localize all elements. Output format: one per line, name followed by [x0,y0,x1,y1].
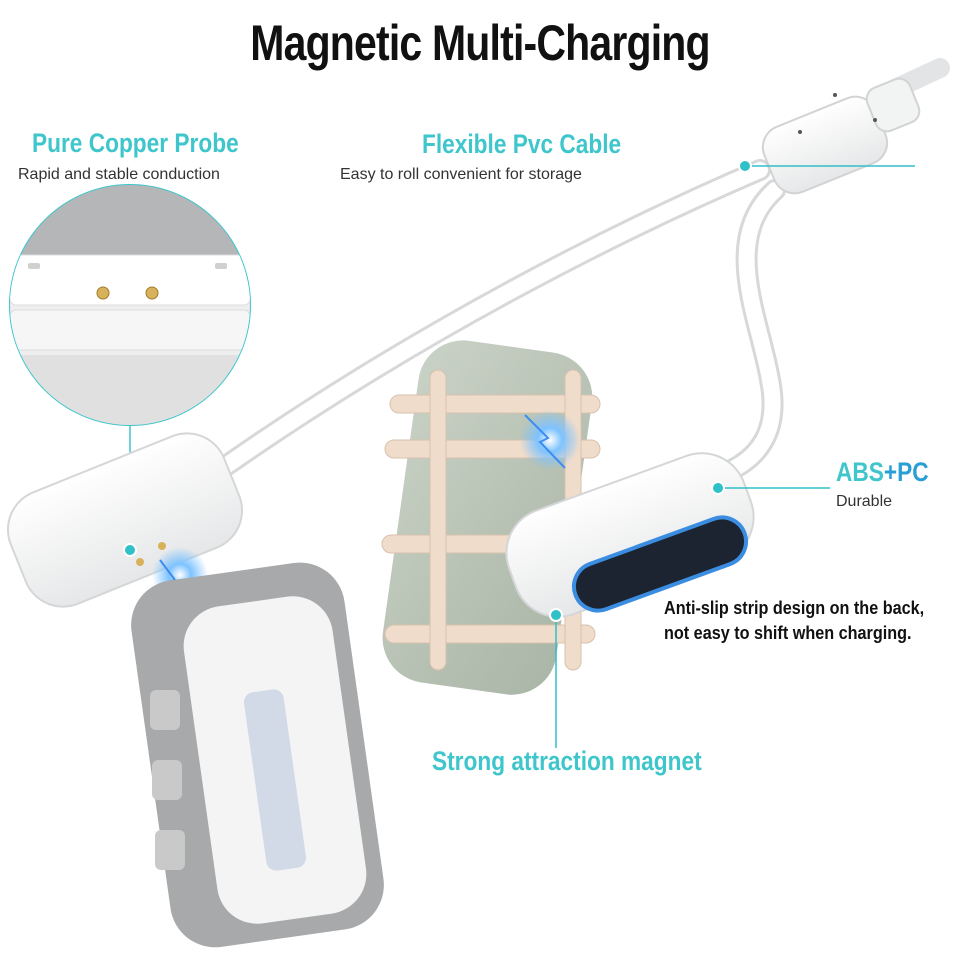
plus-text: + [883,457,898,487]
pvc-cable [209,58,950,486]
copper-probe-zoom [9,184,251,426]
abs-pc-subtext: Durable [836,493,893,510]
page-title: Magnetic Multi-Charging [250,15,710,71]
right-charger-pod [505,452,755,618]
pvc-cable-subtext: Easy to roll convenient for storage [340,166,582,183]
abs-text: ABS [836,457,884,487]
copper-probe-heading: Pure Copper Probe [32,128,239,158]
magnet-heading: Strong attraction magnet [432,746,702,776]
left-charger-pod [6,432,244,608]
pvc-cable-heading: Flexible Pvc Cable [422,129,622,159]
copper-probe-subtext: Rapid and stable conduction [18,166,220,183]
anti-slip-line-2: not easy to shift when charging. [664,623,912,643]
cable-splitter [761,77,921,195]
grey-wearable-device [131,562,384,948]
abs-pc-heading: ABS+PC [836,457,929,488]
pc-text: PC [897,457,929,487]
anti-slip-line-1: Anti-slip strip design on the back, [664,598,925,618]
callout-markers [123,159,915,748]
